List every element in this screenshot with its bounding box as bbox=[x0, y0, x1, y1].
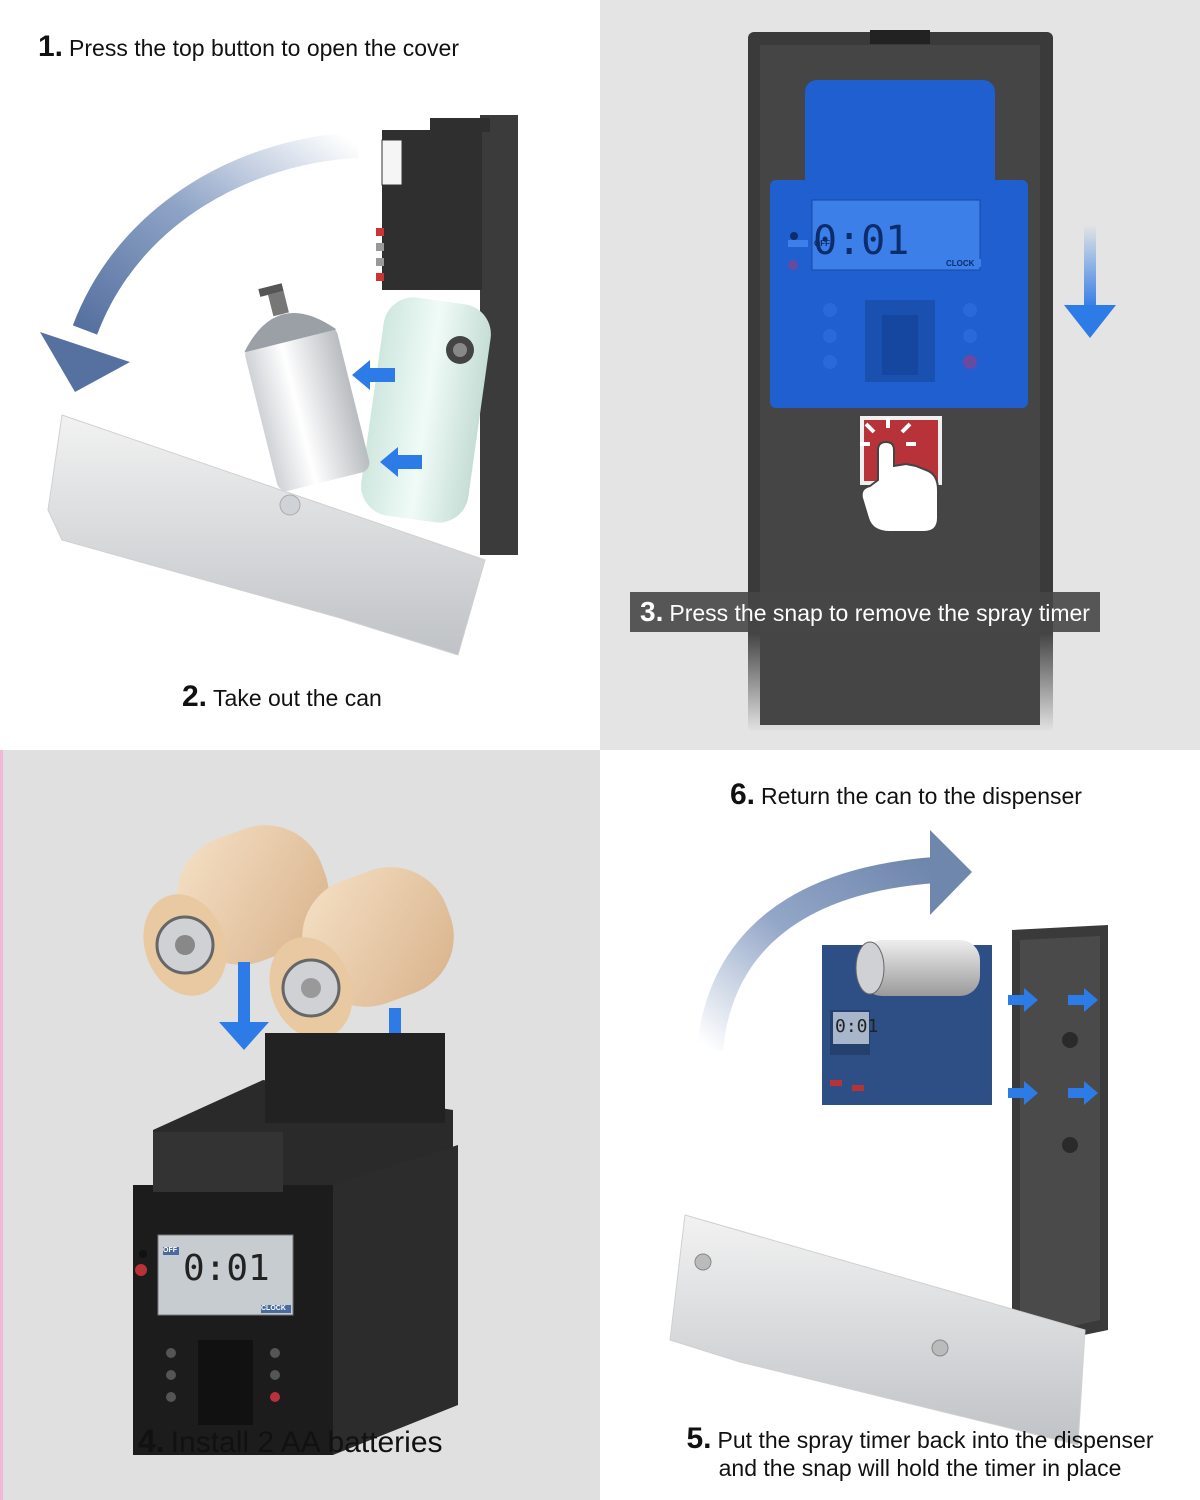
step-5-line-2: and the snap will hold the timer in plac… bbox=[718, 1455, 1122, 1481]
timer-off-label: OFF bbox=[814, 239, 830, 248]
refill-bottle bbox=[361, 297, 491, 523]
battery-1 bbox=[143, 825, 329, 996]
step-2-caption: 2.Take out the can bbox=[182, 680, 382, 714]
step-1-number: 1. bbox=[38, 30, 64, 63]
step-4-caption: 4.Install 2 AA batteries bbox=[138, 1423, 443, 1460]
battery-2 bbox=[269, 867, 454, 1039]
step-6-text: Return the can to the dispenser bbox=[761, 783, 1082, 809]
step-6-number: 6. bbox=[730, 778, 756, 811]
small-timer-time: 0:01 bbox=[835, 1016, 879, 1037]
insert-arrow-1 bbox=[352, 360, 395, 390]
slot-arrow-4 bbox=[1068, 1081, 1098, 1105]
return-curve-arrow-head bbox=[930, 830, 972, 915]
curve-arrow-shape bbox=[72, 132, 359, 335]
battery-arrow-1-shaft bbox=[238, 962, 250, 1027]
battery-arrow-1-head bbox=[219, 1022, 269, 1050]
insert-arrow-2 bbox=[380, 447, 422, 477]
press-hand-icon bbox=[860, 418, 939, 533]
step-2-text: Take out the can bbox=[213, 685, 382, 711]
panel-step-1-2: 1.Press the top button to open the cover… bbox=[0, 0, 600, 750]
step-5-text-1: Put the spray timer back into the dispen… bbox=[717, 1427, 1154, 1453]
step-4-text: Install 2 AA batteries bbox=[170, 1426, 443, 1459]
slot-arrow-3 bbox=[1008, 1081, 1038, 1105]
step-4-number: 4. bbox=[138, 1423, 165, 1459]
open-cover-illustration bbox=[40, 115, 518, 656]
curve-arrow-head bbox=[40, 332, 130, 392]
step-5-number: 5. bbox=[686, 1422, 712, 1455]
install-batteries-illustration bbox=[133, 825, 458, 1455]
remove-timer-illustration bbox=[748, 30, 1116, 732]
step-1-caption: 1.Press the top button to open the cover bbox=[38, 30, 459, 64]
down-arrow-shaft bbox=[1084, 225, 1096, 310]
timer-top-blue bbox=[805, 80, 995, 190]
return-curve-arrow-shape bbox=[697, 857, 936, 1052]
panel-step-3: 0:01 OFF CLOCK 3.Press the snap to remov… bbox=[600, 0, 1200, 750]
down-arrow-head bbox=[1064, 305, 1116, 338]
step-3-text: Press the snap to remove the spray timer bbox=[669, 600, 1090, 626]
small-battery bbox=[862, 940, 980, 996]
battery-timer-off: OFF bbox=[163, 1247, 177, 1254]
battery-timer-time: 0:01 bbox=[183, 1248, 270, 1289]
slot-arrow-2 bbox=[1068, 988, 1098, 1012]
step-2-number: 2. bbox=[182, 680, 208, 713]
panel-step-5-6: 0:01 6.Return the can to the dispenser 5… bbox=[600, 750, 1200, 1500]
spray-can bbox=[244, 283, 370, 491]
open-cover bbox=[47, 414, 486, 656]
return-can-illustration bbox=[669, 830, 1108, 1446]
dispenser-cover-open bbox=[669, 1214, 1086, 1446]
step-5-caption: 5.Put the spray timer back into the disp… bbox=[660, 1422, 1180, 1482]
step-3-caption: 3.Press the snap to remove the spray tim… bbox=[630, 592, 1100, 632]
panel-step-4: 0:01 OFF CLOCK 4.Install 2 AA batteries bbox=[0, 750, 600, 1500]
battery-timer-clock: CLOCK bbox=[261, 1305, 286, 1312]
timer-display-time: 0:01 bbox=[813, 218, 910, 264]
step-3-number: 3. bbox=[640, 596, 664, 627]
step-5-line-1: 5.Put the spray timer back into the disp… bbox=[660, 1422, 1180, 1455]
step-1-text: Press the top button to open the cover bbox=[69, 35, 460, 61]
timer-clock-label: CLOCK bbox=[946, 259, 975, 268]
step-6-caption: 6.Return the can to the dispenser bbox=[730, 778, 1082, 812]
slot-arrow-1 bbox=[1008, 988, 1038, 1012]
